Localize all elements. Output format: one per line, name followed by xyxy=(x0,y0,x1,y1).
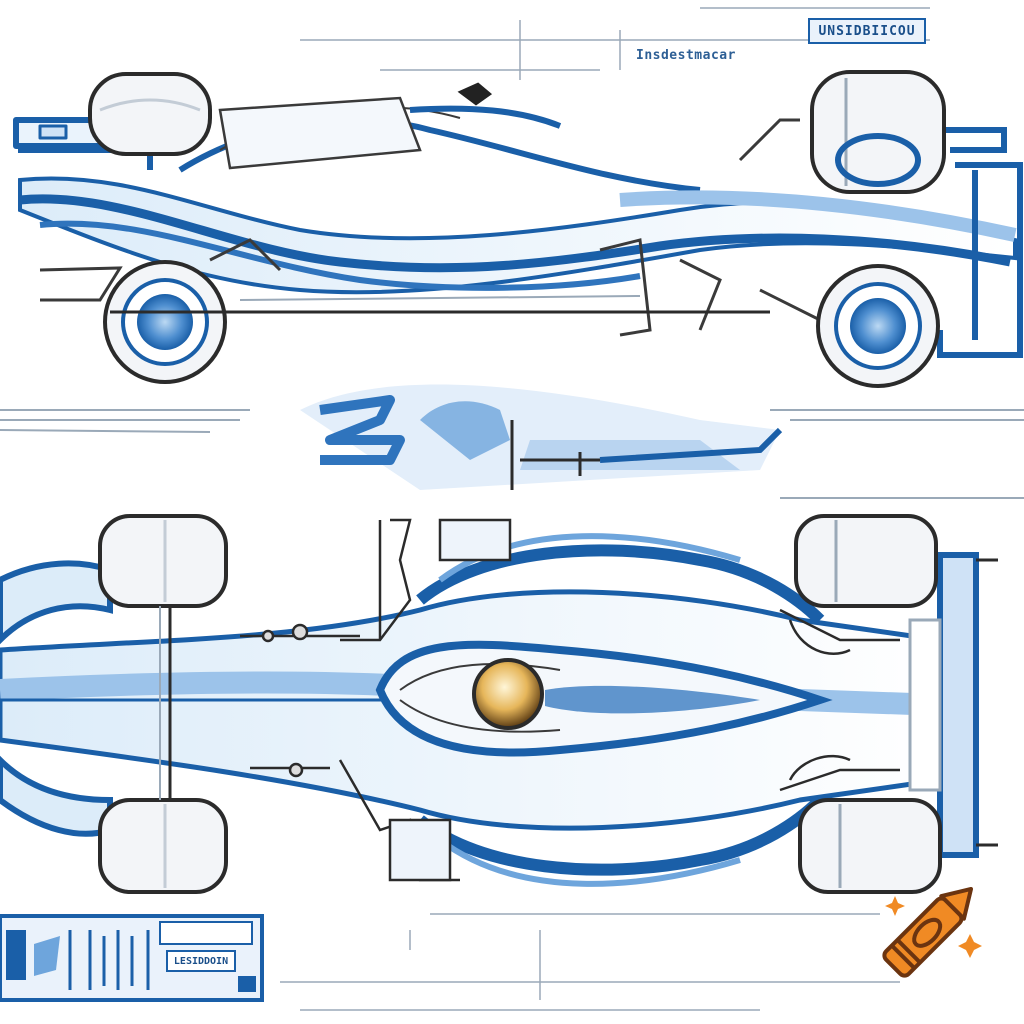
drawing-title-block: UNSIDBIICOU xyxy=(808,18,926,44)
driver-helmet xyxy=(472,658,544,730)
side-front-wing xyxy=(937,127,1023,358)
side-front-wheel xyxy=(816,264,940,388)
side-front-wheel-top xyxy=(810,70,946,194)
crayon-logo-icon xyxy=(882,886,982,978)
top-front-left-tyre xyxy=(794,514,938,608)
middle-detail xyxy=(0,384,1024,499)
side-view-car xyxy=(13,70,1023,388)
side-rear-wheel-top xyxy=(88,72,212,156)
bottom-guide-lines xyxy=(280,913,900,1011)
top-rear-right-tyre xyxy=(98,798,228,894)
top-view-car xyxy=(0,514,998,894)
top-rear-left-tyre xyxy=(98,514,228,608)
top-front-right-tyre xyxy=(798,798,942,894)
side-suspension xyxy=(39,118,821,337)
side-nose xyxy=(619,190,1017,242)
drawing-subtitle: Insdestmacar xyxy=(636,47,736,63)
side-cockpit xyxy=(218,82,562,170)
side-rear-wheel xyxy=(103,260,227,384)
top-front-wing xyxy=(908,552,998,858)
spec-panel-label: LESIDDOIN xyxy=(166,950,236,972)
